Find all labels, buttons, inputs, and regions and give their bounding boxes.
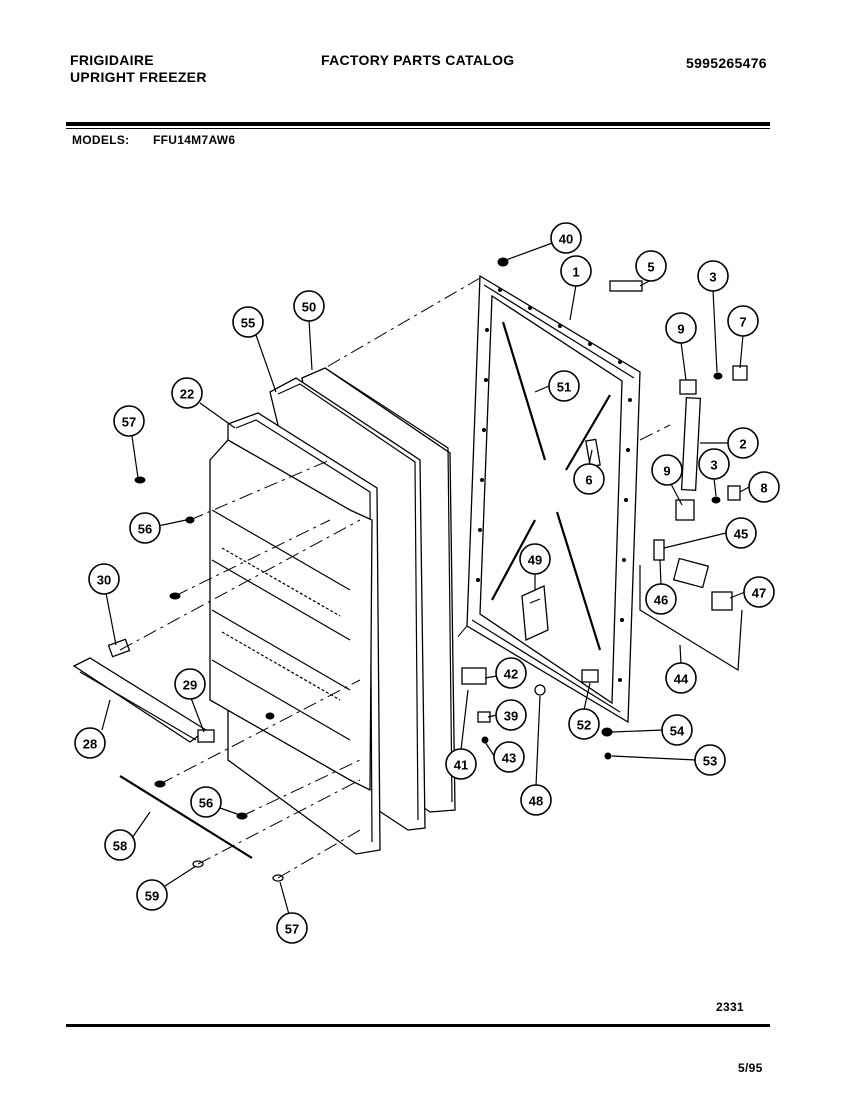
catalog-title: FACTORY PARTS CATALOG xyxy=(321,52,515,68)
callout-28: 28 xyxy=(74,727,106,759)
callout-number: 1 xyxy=(572,265,579,280)
callout-44: 44 xyxy=(665,662,697,694)
callout-number: 3 xyxy=(709,270,716,285)
callout-47: 47 xyxy=(743,576,775,608)
callout-number: 29 xyxy=(183,678,197,693)
callout-number: 43 xyxy=(502,751,516,766)
callout-29: 29 xyxy=(174,668,206,700)
leader-lines xyxy=(101,237,750,919)
alignment-lines xyxy=(119,277,671,879)
callout-number: 42 xyxy=(504,667,518,682)
callout-number: 47 xyxy=(752,586,766,601)
callout-number: 40 xyxy=(559,232,573,247)
callout-22: 22 xyxy=(171,377,203,409)
figure-number: 2331 xyxy=(716,1000,744,1014)
publication-date: 5/95 xyxy=(738,1061,763,1075)
callout-45: 45 xyxy=(725,517,757,549)
callout-55: 55 xyxy=(232,306,264,338)
callout-30: 30 xyxy=(88,563,120,595)
callout-39: 39 xyxy=(495,699,527,731)
callout-number: 53 xyxy=(703,754,717,769)
callout-number: 54 xyxy=(670,724,685,739)
callout-42: 42 xyxy=(495,657,527,689)
callout-9: 9 xyxy=(665,312,697,344)
callout-number: 52 xyxy=(577,718,591,733)
callout-56b: 56 xyxy=(190,786,222,818)
callout-50: 50 xyxy=(293,290,325,322)
callout-number: 44 xyxy=(674,672,689,687)
callout-number: 41 xyxy=(454,758,468,773)
callout-58: 58 xyxy=(104,829,136,861)
callout-51: 51 xyxy=(548,370,580,402)
callout-59: 59 xyxy=(136,879,168,911)
callout-46: 46 xyxy=(645,583,677,615)
callout-number: 8 xyxy=(760,481,767,496)
product-name: UPRIGHT FREEZER xyxy=(70,69,207,85)
callout-6: 6 xyxy=(573,463,605,495)
callout-53: 53 xyxy=(694,744,726,776)
callout-52: 52 xyxy=(568,708,600,740)
callout-number: 51 xyxy=(557,380,571,395)
callout-number: 58 xyxy=(113,839,127,854)
callout-number: 45 xyxy=(734,527,748,542)
callout-41: 41 xyxy=(445,748,477,780)
callout-2: 2 xyxy=(727,427,759,459)
callout-number: 57 xyxy=(285,922,299,937)
models-value: FFU14M7AW6 xyxy=(153,133,236,147)
callout-number: 28 xyxy=(83,737,97,752)
callout-3b: 3 xyxy=(698,448,730,480)
callout-54: 54 xyxy=(661,714,693,746)
callout-number: 56 xyxy=(138,522,152,537)
callout-number: 48 xyxy=(529,794,543,809)
callout-40: 40 xyxy=(550,222,582,254)
cabinet-frame xyxy=(466,274,641,724)
models-label: MODELS: xyxy=(72,133,130,147)
callout-number: 9 xyxy=(663,464,670,479)
callout-number: 50 xyxy=(302,300,316,315)
callout-number: 46 xyxy=(654,593,668,608)
callout-48: 48 xyxy=(520,784,552,816)
callout-number: 59 xyxy=(145,889,159,904)
callout-57b: 57 xyxy=(276,912,308,944)
callout-57: 57 xyxy=(113,405,145,437)
callout-8: 8 xyxy=(748,471,780,503)
callout-number: 7 xyxy=(739,315,746,330)
catalog-part-number: 5995265476 xyxy=(686,55,767,71)
callout-9b: 9 xyxy=(651,454,683,486)
callout-5: 5 xyxy=(635,250,667,282)
callout-number: 9 xyxy=(677,322,684,337)
callout-3: 3 xyxy=(697,260,729,292)
callout-number: 6 xyxy=(585,473,592,488)
callout-number: 5 xyxy=(647,260,654,275)
callout-43: 43 xyxy=(493,741,525,773)
header-rule-thin xyxy=(66,128,770,129)
callout-number: 22 xyxy=(180,387,194,402)
callout-49: 49 xyxy=(519,543,551,575)
callout-number: 57 xyxy=(122,415,136,430)
callout-number: 55 xyxy=(241,316,255,331)
callout-number: 2 xyxy=(739,437,746,452)
header-rule-thick xyxy=(66,122,770,126)
callout-56: 56 xyxy=(129,512,161,544)
callout-number: 30 xyxy=(97,573,111,588)
brand-name: FRIGIDAIRE xyxy=(70,52,154,68)
callout-7: 7 xyxy=(727,305,759,337)
callout-number: 3 xyxy=(710,458,717,473)
callout-number: 56 xyxy=(199,796,213,811)
callout-number: 39 xyxy=(504,709,518,724)
door-shelves xyxy=(209,439,373,792)
callout-number: 49 xyxy=(528,553,542,568)
callout-1: 1 xyxy=(560,255,592,287)
footer-rule xyxy=(66,1024,770,1027)
